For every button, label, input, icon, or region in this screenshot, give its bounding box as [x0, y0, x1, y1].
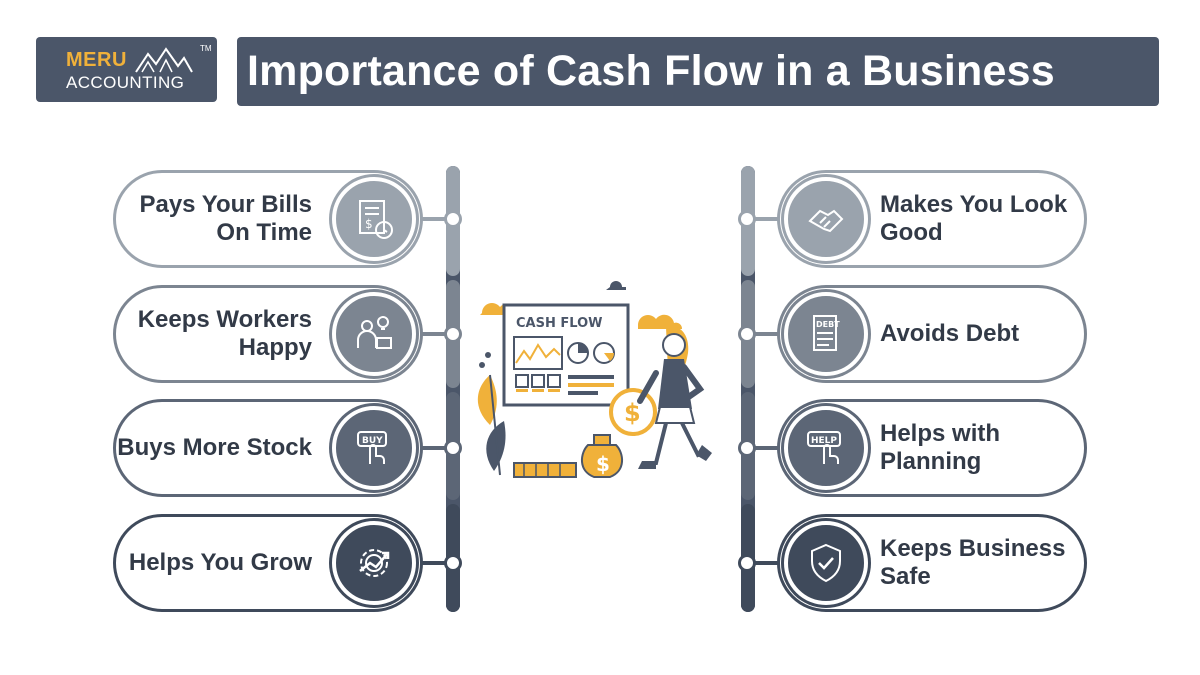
- timeline-node: [444, 210, 462, 228]
- svg-text:$: $: [596, 452, 610, 476]
- cloud-icon: [638, 314, 683, 329]
- benefit-label: Keeps Workers Happy: [137, 306, 312, 361]
- buy-button-icon: BUY: [332, 406, 416, 490]
- left-spine: [446, 166, 460, 612]
- money-bag-icon: [581, 444, 623, 478]
- connector-line: [752, 561, 780, 565]
- svg-text:BUY: BUY: [362, 436, 383, 446]
- timeline-node: [444, 439, 462, 457]
- coin-icon: [609, 388, 657, 436]
- benefit-card-look-good: Makes You Look Good: [777, 170, 1087, 268]
- svg-text:DEBT: DEBT: [816, 320, 840, 329]
- bill-clock-icon: $: [332, 177, 416, 261]
- timeline-node: [738, 325, 756, 343]
- benefit-card-grow: Helps You Grow: [113, 514, 423, 612]
- brand-subtitle: ACCOUNTING: [66, 73, 185, 92]
- benefit-card-debt: DEBT Avoids Debt: [777, 285, 1087, 383]
- brand-logo: MERU TM ACCOUNTING: [36, 37, 217, 102]
- benefit-label: Makes You Look Good: [880, 191, 1068, 246]
- workers-idea-icon: [332, 292, 416, 376]
- benefit-label: Buys More Stock: [117, 434, 312, 461]
- benefit-card-safe: Keeps Business Safe: [777, 514, 1087, 612]
- timeline-node: [738, 210, 756, 228]
- timeline-node: [444, 554, 462, 572]
- svg-text:HELP: HELP: [811, 436, 837, 446]
- timeline-node: [738, 439, 756, 457]
- connector-line: [420, 446, 450, 450]
- connector-line: [752, 446, 780, 450]
- benefit-card-pays-bills: Pays Your Bills On Time $: [113, 170, 423, 268]
- connector-line: [420, 332, 450, 336]
- benefit-card-stock: Buys More Stock BUY: [113, 399, 423, 497]
- svg-text:$: $: [365, 217, 373, 231]
- trademark: TM: [200, 44, 212, 53]
- benefit-label: Helps with Planning: [880, 420, 1001, 475]
- benefit-card-planning: HELP Helps with Planning: [777, 399, 1087, 497]
- handshake-icon: [784, 177, 868, 261]
- cash-flow-illustration: CASH FLOW $ $: [477, 281, 712, 478]
- page-title: Importance of Cash Flow in a Business: [247, 47, 1055, 95]
- brand-name: MERU: [66, 49, 127, 71]
- help-button-icon: HELP: [784, 406, 868, 490]
- benefit-card-workers: Keeps Workers Happy: [113, 285, 423, 383]
- growth-gear-icon: [332, 521, 416, 605]
- cloud-icon: [606, 281, 626, 290]
- benefit-label: Keeps Business Safe: [880, 535, 1066, 590]
- svg-text:$: $: [624, 399, 641, 427]
- board-label: CASH FLOW: [516, 316, 602, 331]
- benefit-label: Helps You Grow: [128, 549, 312, 576]
- debt-document-icon: DEBT: [784, 292, 868, 376]
- connector-line: [752, 217, 780, 221]
- title-bar: Importance of Cash Flow in a Business: [237, 37, 1159, 106]
- benefit-label: Avoids Debt: [880, 320, 1020, 347]
- connector-line: [420, 217, 450, 221]
- woman-figure: [637, 326, 712, 469]
- right-spine: [741, 166, 755, 612]
- mountain-logo-icon: [135, 47, 193, 73]
- shield-check-icon: [784, 521, 868, 605]
- benefit-label: Pays Your Bills On Time: [139, 191, 312, 246]
- timeline-node: [444, 325, 462, 343]
- timeline-node: [738, 554, 756, 572]
- connector-line: [752, 332, 780, 336]
- connector-line: [420, 561, 450, 565]
